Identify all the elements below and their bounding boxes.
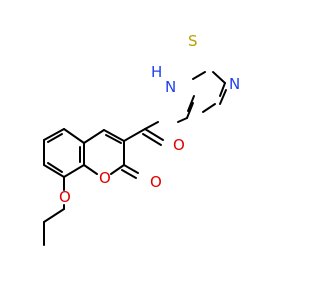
amide-oxygen-label: O (173, 136, 185, 154)
atom-labels: S N N H O O O O (59, 32, 240, 206)
amide-nitrogen-label: N (165, 78, 176, 96)
sulfur-atom-label: S (188, 32, 198, 50)
ethoxy-oxygen-label: O (59, 188, 71, 206)
lactone-carbonyl-oxygen-label: O (150, 173, 162, 191)
molecule-structure: S N N H O O O O (43, 32, 240, 246)
amide-hydrogen-label: H (151, 63, 162, 81)
structure-canvas: S N N H O O O O (43, 32, 240, 246)
ring-oxygen-label: O (99, 169, 111, 187)
thiazole-nitrogen-label: N (229, 75, 240, 93)
bonds (43, 71, 227, 246)
